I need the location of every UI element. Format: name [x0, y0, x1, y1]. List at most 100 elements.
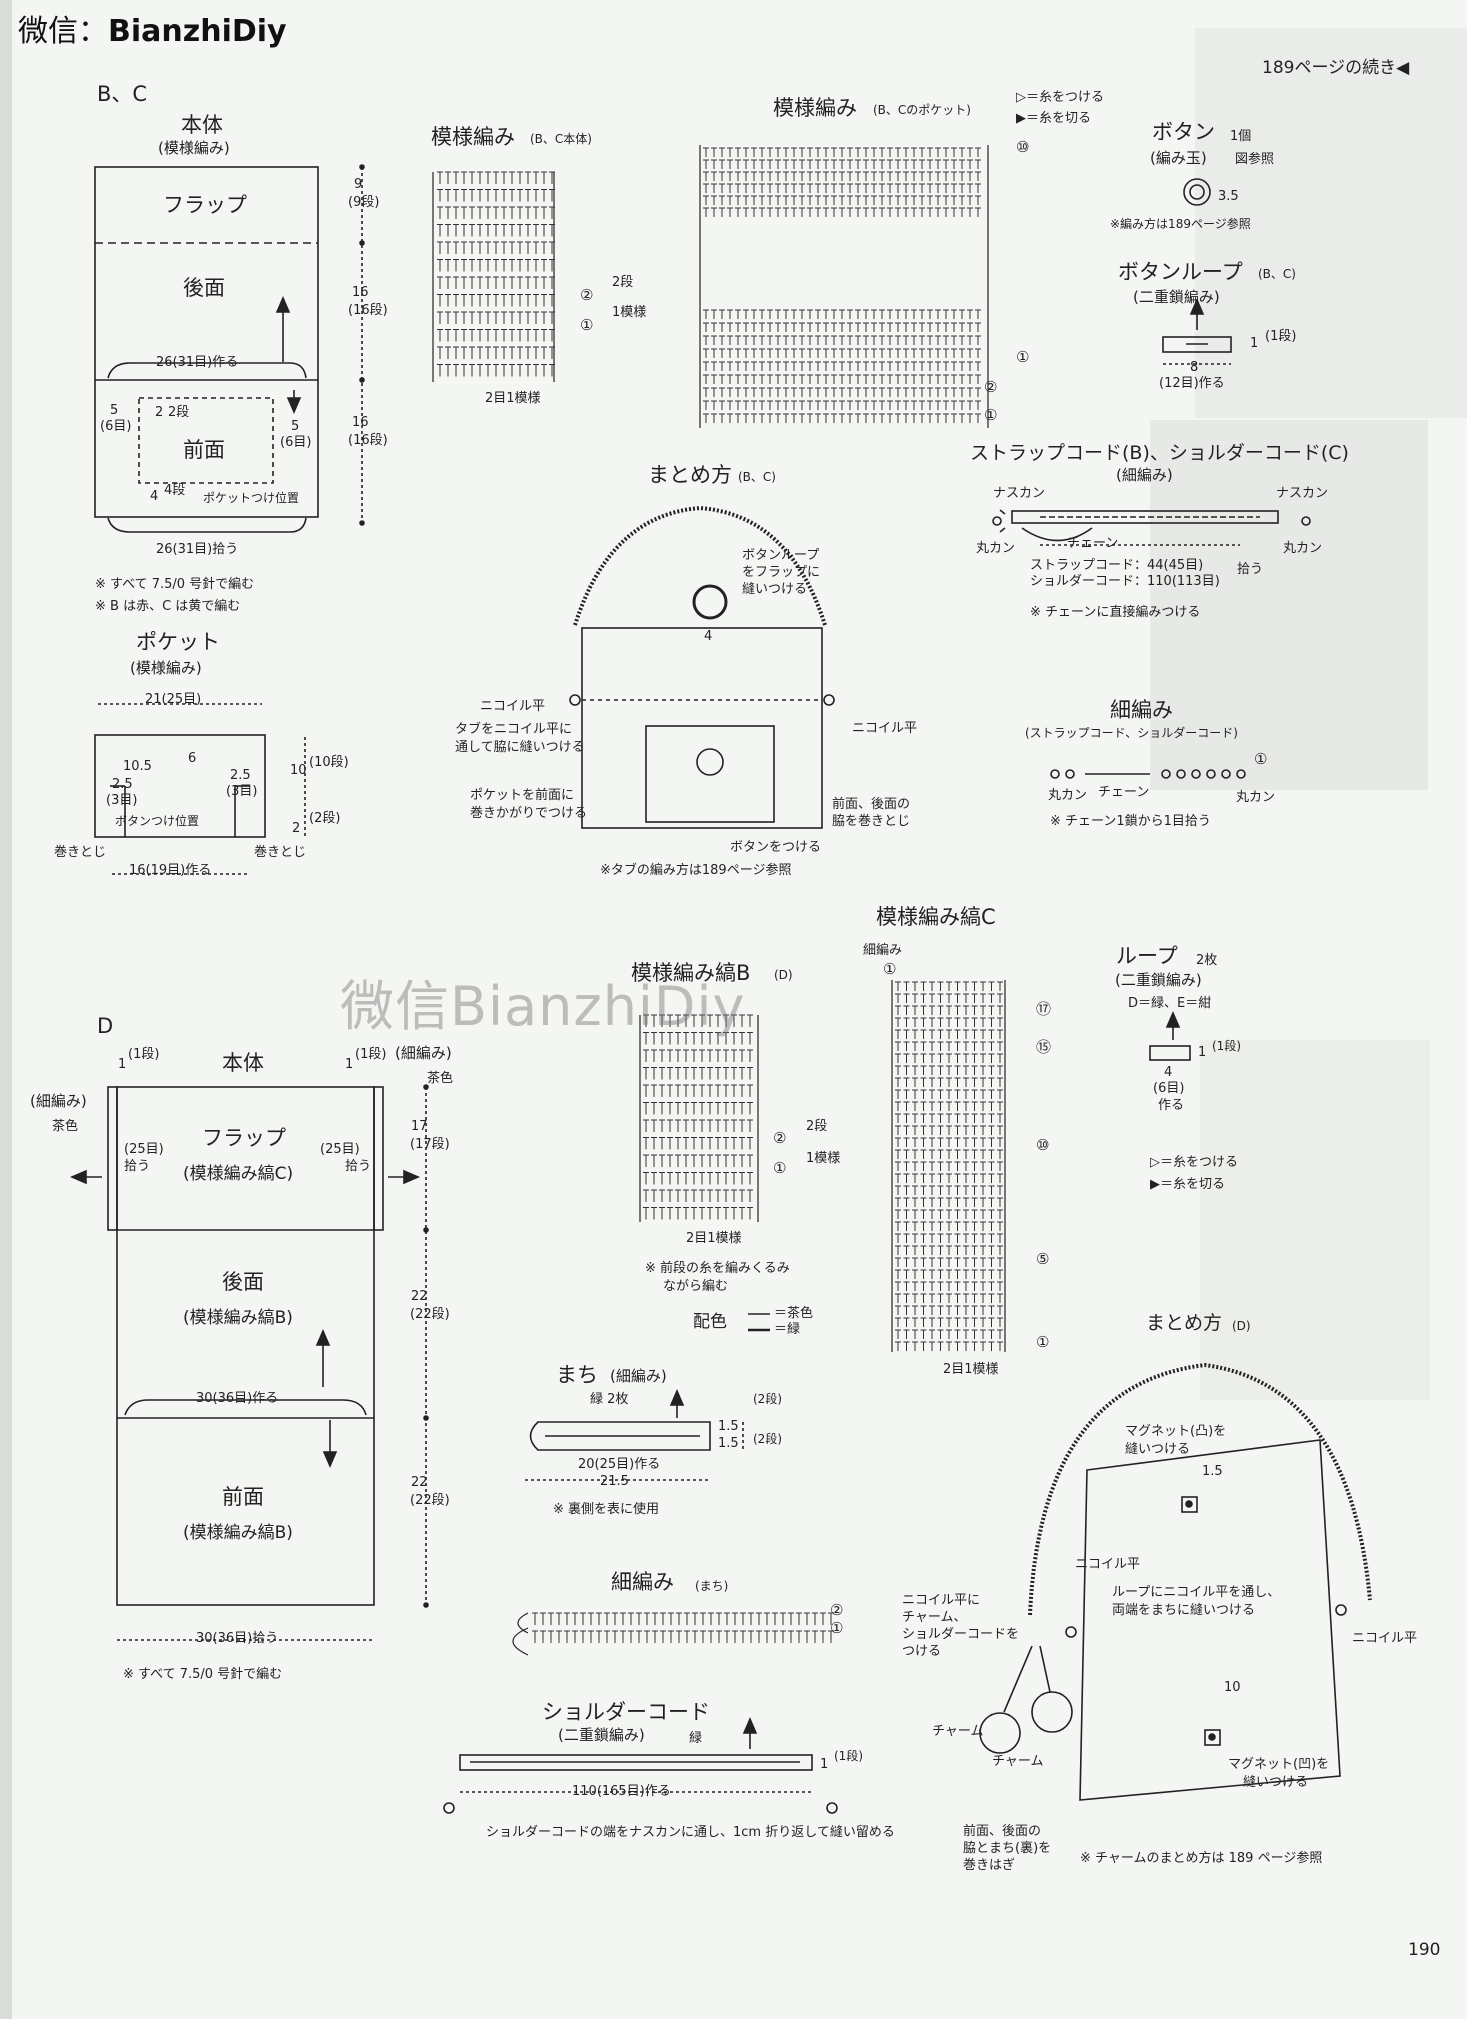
loop-d-count: 2枚 [1196, 953, 1218, 968]
sc-chain-drawing [1050, 769, 1246, 779]
loop-d-title: ループ [1116, 944, 1178, 968]
loop-d-length: 4 [1164, 1065, 1173, 1080]
sc-sub: (ストラップコード、ショルダーコード) [1025, 726, 1238, 740]
stripe-b-row2: ② [773, 1129, 787, 1147]
loop-d-make: 作る [1158, 1098, 1185, 1113]
assembly-d-title: まとめ方 [1146, 1312, 1223, 1334]
d-front-sub: (模様編み縞B) [183, 1523, 293, 1543]
assembly-bc-side-note1: 前面、後面の [832, 797, 911, 812]
bc-h16b: 16 [352, 415, 369, 430]
button-note: ※編み方は189ページ参照 [1110, 217, 1251, 231]
pattern-pocket-row1b: ① [984, 406, 998, 424]
d-make-dim: 30(36目)作る [196, 1391, 279, 1406]
strap-chain: チェーン [1067, 536, 1119, 551]
bc-assembly-drawing [569, 505, 835, 829]
pocket-dim-d: (3目) [106, 793, 138, 808]
stripe-b-dan2: 2段 [806, 1119, 828, 1134]
d-brown-right: 茶色 [427, 1071, 454, 1086]
d-sc-left: (細編み) [30, 1092, 87, 1110]
assembly-d-magnet-bot2: 縫いつける [1243, 1775, 1309, 1790]
gusset-width: 21.5 [600, 1474, 629, 1489]
stripe-c-title: 模様編み縞C [876, 905, 996, 929]
gusset-h2d: (2段) [753, 1432, 782, 1446]
strap-sub: (細編み) [1116, 466, 1173, 484]
assembly-d-magnet-bot1: マグネット(凹)を [1228, 1757, 1330, 1772]
pocket-sub: (模様編み) [130, 659, 202, 677]
stripe-b-note1: ※ 前段の糸を編みくるみ [645, 1261, 790, 1276]
bc-flap-label: フラップ [163, 193, 247, 217]
button-loop-title: ボタンループ [1118, 260, 1243, 284]
d-back-label: 後面 [222, 1270, 264, 1294]
gusset-sc-title: 細編み [611, 1570, 674, 1594]
assembly-d-nikoiru-top: ニコイル平 [1075, 1557, 1141, 1572]
stripe-b-which: (D) [774, 968, 793, 982]
strap-nasukan-right: ナスカン [1276, 486, 1329, 501]
gusset-h2: 1.5 [718, 1436, 739, 1451]
gusset-make: 20(25目)作る [578, 1457, 661, 1472]
strap-drawing [1011, 510, 1279, 524]
pocket-maki-left: 巻きとじ [54, 845, 107, 860]
d-h22b: 22 [411, 1475, 428, 1490]
bc-h16bd: (16段) [348, 433, 388, 448]
bc-body-title: 本体 [181, 113, 223, 137]
button-loop-stitches: (12目)作る [1159, 376, 1225, 391]
stripe-b-note2: ながら編む [663, 1279, 729, 1294]
stripe-c-repeat: 2目1模様 [943, 1362, 999, 1377]
d-pick25-left: (25目) [124, 1142, 164, 1157]
stripe-c-row-label: ⑩ [1036, 1136, 1050, 1154]
shoulder-d-make: 110(165目)作る [572, 1784, 671, 1799]
assembly-d-charm2: チャーム [992, 1754, 1044, 1769]
d-pick25-left2: 拾う [124, 1159, 151, 1174]
legend2-attach: ▷＝糸をつける [1150, 1155, 1238, 1170]
strap-title: ストラップコード(B)、ショルダーコード(C) [970, 442, 1349, 464]
bc-body-outline [94, 166, 319, 518]
pocket-dim-b: 6 [188, 751, 197, 766]
shoulder-d-height: 1 [820, 1757, 829, 1772]
assembly-d-side3: 巻きはぎ [963, 1858, 1016, 1873]
watermark-header: 微信：BianzhiDiy [18, 6, 287, 50]
bc-pocket-position [138, 397, 274, 484]
button-loop-height-dan: (1段) [1265, 329, 1297, 344]
pocket-h2d: (2段) [309, 811, 341, 826]
d-flap-sub: (模様編み縞C) [183, 1164, 294, 1184]
strap-length: ストラップコード：44(45目) [1030, 558, 1204, 573]
shoulder-d-color: 緑 [689, 1731, 703, 1746]
assembly-bc-nikoiru-right: ニコイル平 [852, 721, 918, 736]
stripe-b-row1: ① [773, 1159, 787, 1177]
loop-d-height: 1 [1198, 1045, 1207, 1060]
d-body-title: 本体 [222, 1051, 264, 1075]
gusset-h1: 1.5 [718, 1419, 739, 1434]
assembly-bc-pocket-note1: ポケットを前面に [470, 788, 575, 803]
button-ball [1183, 178, 1211, 206]
d-flap-label: フラップ [202, 1126, 286, 1150]
gusset-note: ※ 裏側を表に使用 [553, 1502, 660, 1517]
pattern-bc-row2: ② [580, 286, 594, 304]
legend-attach: ▷＝糸をつける [1016, 90, 1104, 105]
stripe-c-stitch-chart [891, 980, 1006, 1352]
button-ref: 図参照 [1235, 152, 1275, 167]
stripe-b-rep1: 1模様 [806, 1151, 841, 1166]
pocket-title: ポケット [136, 630, 220, 654]
strap-marukan-right: 丸カン [1283, 541, 1323, 556]
d-one-left: 1 [118, 1057, 127, 1072]
bc-four-dan: 4段 [164, 483, 186, 498]
gusset-drawing [529, 1421, 711, 1451]
d-pick25-right2: 拾う [345, 1159, 372, 1174]
stripe-c-row-label: ① [1036, 1333, 1050, 1351]
sc-row1: ① [1254, 750, 1268, 768]
gusset-sc-which: (まち) [695, 1579, 729, 1593]
button-loop-height: 1 [1250, 336, 1259, 351]
bc-pocket-position-label: ポケットつけ位置 [203, 491, 300, 505]
button-loop-which: (B、C) [1258, 267, 1296, 281]
d-pick25-right: (25目) [320, 1142, 360, 1157]
pocket-dim-a: 10.5 [123, 759, 152, 774]
bc-front-label: 前面 [183, 438, 225, 462]
assembly-bc-ref: ※タブの編み方は189ページ参照 [600, 863, 792, 878]
pattern-bc-title: 模様編み [431, 125, 515, 149]
bc-four: 4 [150, 489, 159, 504]
bc-section-label: B、C [97, 82, 148, 106]
stripe-b-stitch-chart [639, 1015, 759, 1222]
assembly-d-side1: 前面、後面の [963, 1824, 1042, 1839]
gusset-title: まち [556, 1363, 598, 1387]
